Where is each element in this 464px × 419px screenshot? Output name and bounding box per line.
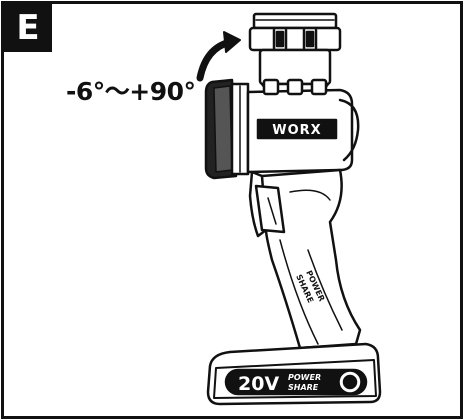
- rotation-angle-label: -6°～+90°: [66, 77, 196, 106]
- tool-handle: [248, 168, 362, 350]
- battery-logo-line2: SHARE: [288, 383, 319, 392]
- lamp-head: [204, 78, 360, 180]
- battery-pack: [206, 342, 382, 406]
- rotation-arrow-icon: [196, 31, 241, 82]
- tool-brand-logo: WORX: [272, 123, 321, 138]
- battery-voltage: 20V: [238, 373, 279, 395]
- step-label: E: [4, 4, 52, 52]
- battery-logo-line1: POWER: [288, 373, 321, 382]
